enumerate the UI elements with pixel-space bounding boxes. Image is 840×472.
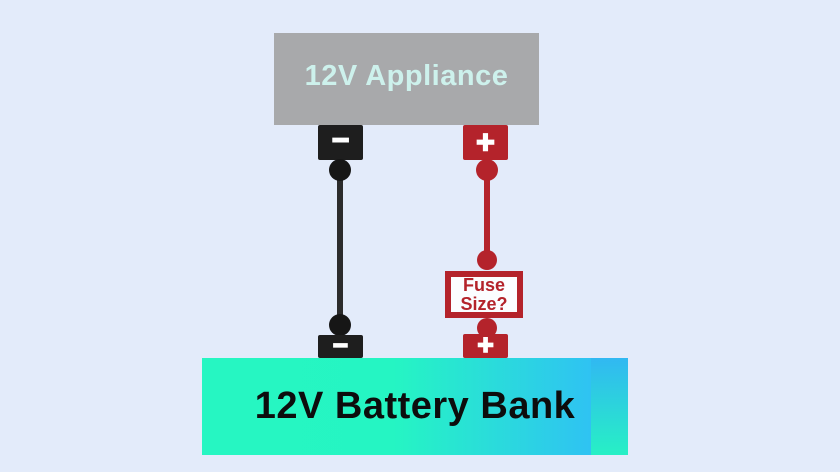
plus-icon: +	[475, 123, 495, 160]
negative-wire	[337, 168, 343, 328]
fuse-label-line2: Size?	[460, 293, 508, 314]
minus-icon: −	[331, 124, 350, 157]
fuse-label-box: Fuse Size?	[445, 271, 523, 318]
battery-negative-terminal: −	[318, 330, 363, 360]
fuse-label-line1: Fuse	[462, 275, 505, 296]
battery-gradient-cap	[591, 358, 628, 455]
appliance-negative-terminal: −	[318, 125, 363, 160]
battery-positive-terminal: +	[463, 329, 508, 360]
appliance-label: 12V Appliance	[304, 59, 509, 92]
fuse-top-junction-dot	[477, 250, 497, 270]
appliance-box: 12V Appliance	[274, 33, 539, 125]
fuse-bottom-junction-dot	[477, 318, 497, 338]
appliance-positive-terminal: +	[463, 125, 508, 160]
battery-bank-box: 12V Battery Bank	[202, 358, 628, 455]
positive-wire-top-junction-dot	[476, 159, 498, 181]
negative-wire-top-junction-dot	[329, 159, 351, 181]
battery-label: 12V Battery Bank	[254, 385, 576, 427]
plus-icon: +	[476, 329, 494, 360]
positive-wire	[484, 168, 490, 264]
negative-wire-bottom-junction-dot	[329, 314, 351, 336]
minus-icon: −	[332, 330, 349, 360]
